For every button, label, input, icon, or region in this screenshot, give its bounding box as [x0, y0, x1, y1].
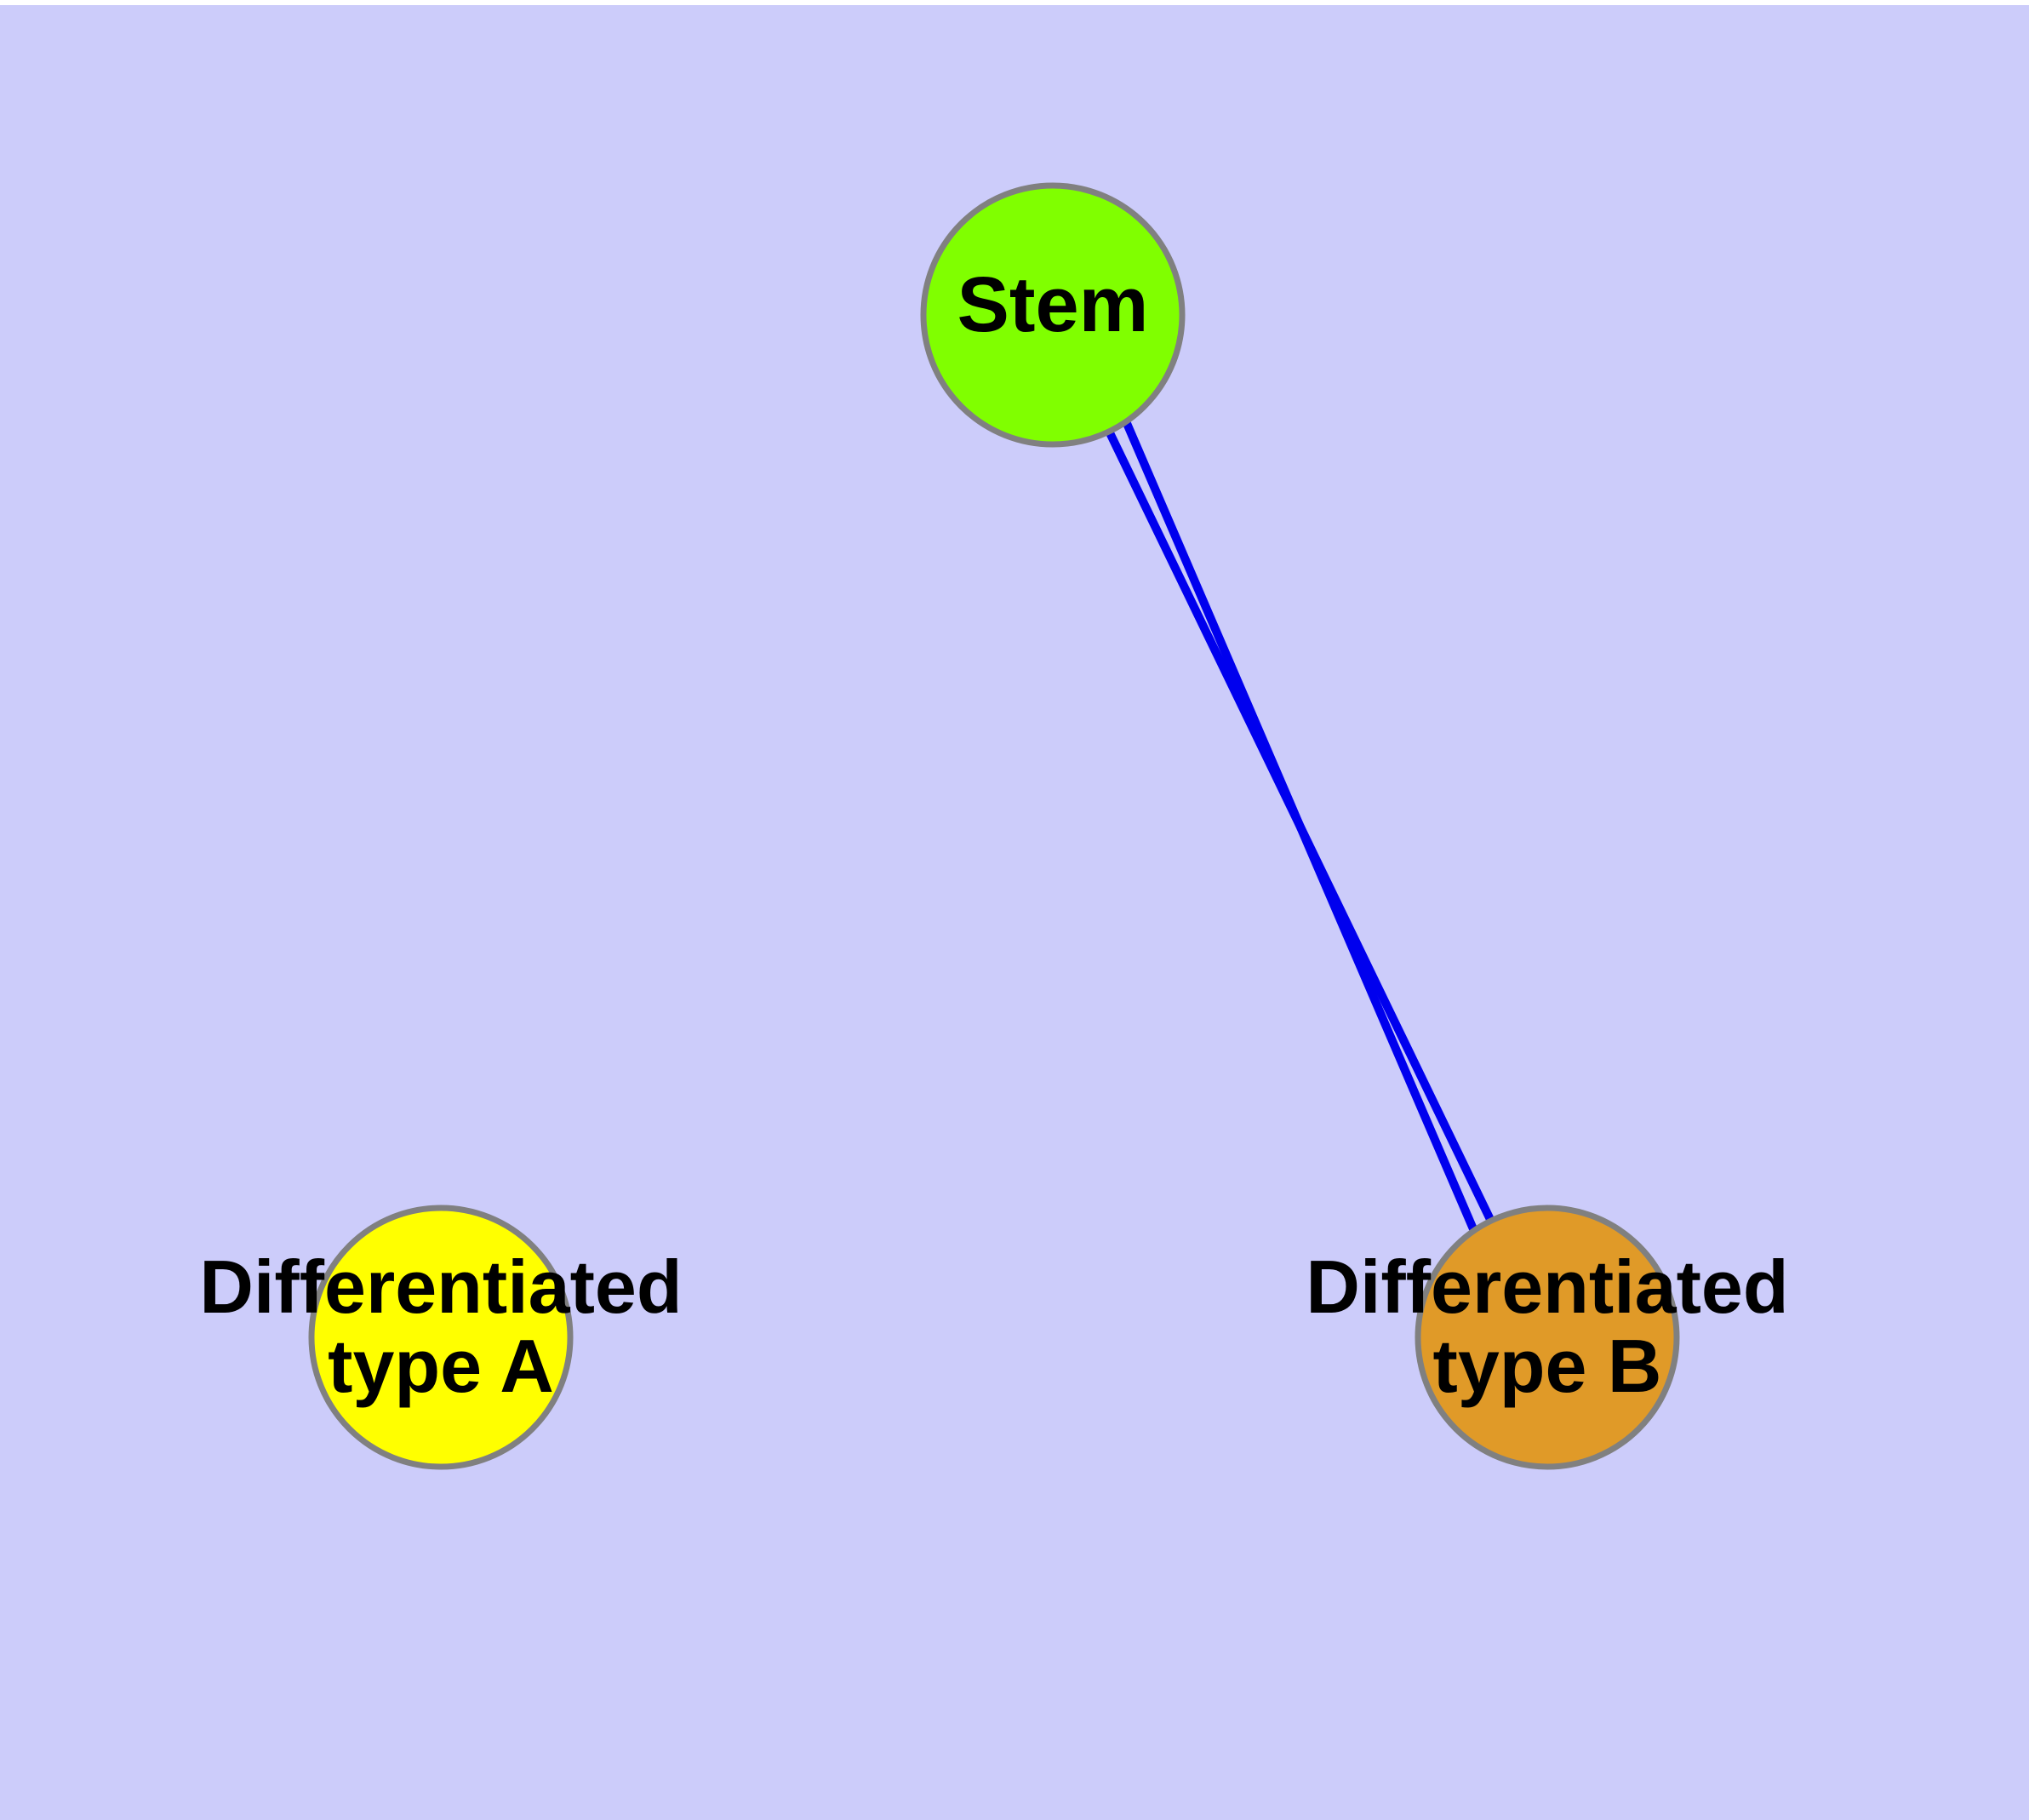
node-stem[interactable] [920, 182, 1186, 448]
node-layer [308, 182, 1680, 1470]
node-differentiated-type-b[interactable] [1415, 1205, 1680, 1470]
edge-stem-to-differentiated-type-b[interactable] [1122, 420, 1478, 1233]
edge-layer [1105, 420, 1495, 1233]
node-differentiated-type-a[interactable] [308, 1205, 574, 1470]
